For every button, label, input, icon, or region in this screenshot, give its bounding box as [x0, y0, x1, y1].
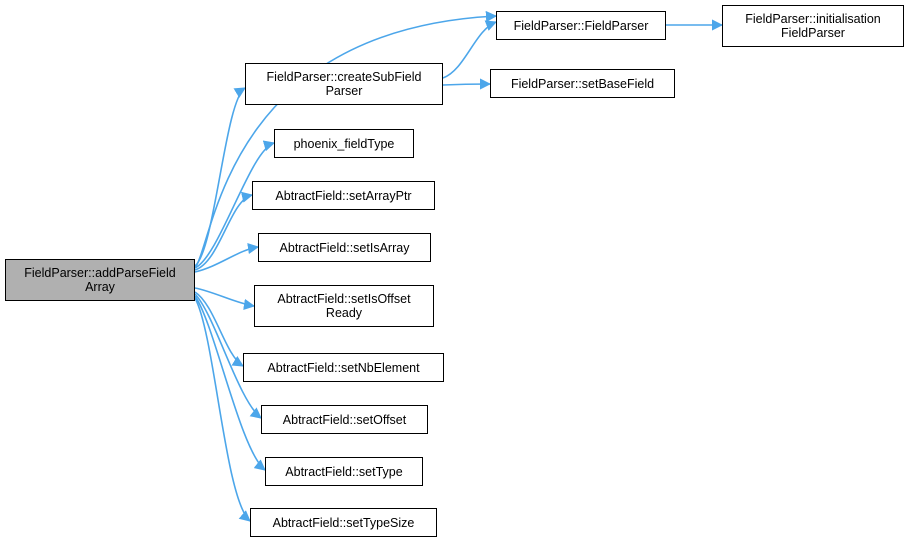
graph-node-addParseFieldArray[interactable]: FieldParser::addParseField Array — [5, 259, 195, 301]
graph-node-createSubFieldParser[interactable]: FieldParser::createSubField Parser — [245, 63, 443, 105]
graph-edge — [194, 293, 262, 419]
graph-node-setArrayPtr[interactable]: AbtractField::setArrayPtr — [252, 181, 435, 210]
graph-node-setBaseField[interactable]: FieldParser::setBaseField — [490, 69, 675, 98]
graph-node-setIsOffsetReady[interactable]: AbtractField::setIsOffset Ready — [254, 285, 434, 327]
graph-node-phoenix_fieldType[interactable]: phoenix_fieldType — [274, 129, 414, 158]
graph-edge — [194, 140, 276, 269]
graph-node-setType[interactable]: AbtractField::setType — [265, 457, 423, 486]
graph-edge — [194, 87, 246, 267]
graph-edge — [194, 10, 498, 269]
graph-node-setOffset[interactable]: AbtractField::setOffset — [261, 405, 428, 434]
graph-edge — [194, 191, 254, 271]
graph-node-setIsArray[interactable]: AbtractField::setIsArray — [258, 233, 431, 262]
graph-node-initialisationFieldParser[interactable]: FieldParser::initialisation FieldParser — [722, 5, 904, 47]
graph-node-FieldParser[interactable]: FieldParser::FieldParser — [496, 11, 666, 40]
graph-edge — [194, 242, 260, 273]
graph-edge — [194, 295, 266, 471]
graph-edge — [442, 78, 492, 90]
graph-edge — [442, 20, 498, 79]
graph-edge — [194, 297, 251, 522]
graph-node-setTypeSize[interactable]: AbtractField::setTypeSize — [250, 508, 437, 537]
graph-edge — [194, 291, 244, 367]
graph-node-setNbElement[interactable]: AbtractField::setNbElement — [243, 353, 444, 382]
graph-edge — [194, 287, 256, 310]
